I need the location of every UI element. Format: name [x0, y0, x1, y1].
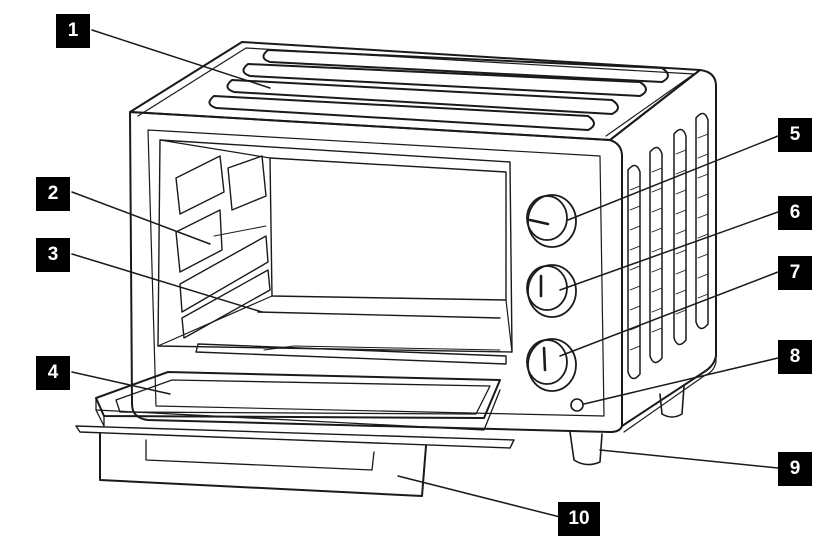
- oven-feet: [569, 385, 685, 466]
- callout-5: 5: [778, 118, 812, 152]
- callout-4: 4: [36, 356, 70, 390]
- callout-3: 3: [36, 238, 70, 272]
- callout-9: 9: [778, 452, 812, 486]
- oven-side-panel: [609, 69, 717, 427]
- open-door-tray: [75, 371, 515, 497]
- indicator-light: [570, 398, 584, 412]
- callout-2: 2: [36, 177, 70, 211]
- oven-front-frame: [129, 111, 623, 433]
- control-knobs: [526, 194, 577, 392]
- callout-6: 6: [778, 196, 812, 230]
- callout-7: 7: [778, 256, 812, 290]
- callout-8: 8: [778, 340, 812, 374]
- side-vent-slots: [627, 112, 709, 380]
- top-vent-slots: [208, 49, 669, 131]
- callout-10: 10: [558, 502, 600, 536]
- heating-element-brackets: [175, 155, 271, 339]
- leader-lines: [71, 29, 779, 519]
- wire-rack: [195, 311, 507, 365]
- oven-cavity: [157, 139, 513, 353]
- callout-1: 1: [56, 14, 90, 48]
